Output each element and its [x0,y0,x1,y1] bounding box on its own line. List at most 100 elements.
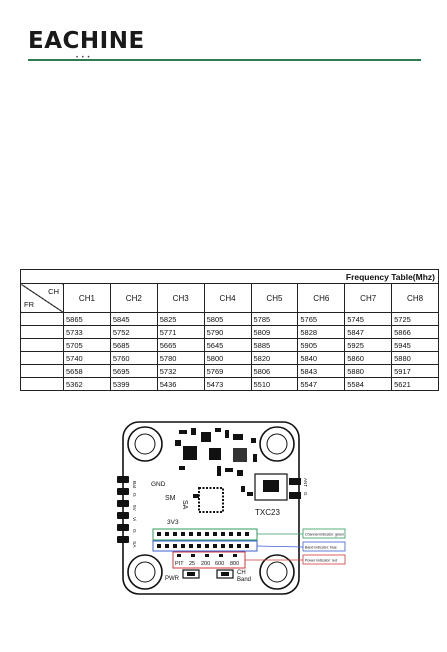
band-leader-line [256,545,304,548]
band-led-row [157,544,249,548]
pad-label-g: G [131,493,137,497]
legend-channel-text: Channel indicator: green [305,533,344,537]
table-cell: 5547 [297,377,346,391]
table-cell: 5785 [250,312,299,326]
table-cell: 5685 [109,338,158,352]
table-cell: 5840 [297,351,346,365]
table-cell: 5945 [391,338,439,352]
pad-label-g2: G [131,529,137,533]
table-cell: 5621 [391,377,439,391]
table-corner-cell: CH FR [20,283,64,313]
table-cell: 5917 [391,364,439,378]
chip-cluster [175,428,257,498]
column-header: CH8 [391,283,439,313]
table-cell: 5885 [250,338,299,352]
power-led-row [177,554,237,557]
channel-led-row [157,532,249,536]
left-pad-labels: Bat G 5V Vi G SA [131,481,137,548]
row-label-cell [20,377,64,391]
table-cell: 5790 [203,325,252,339]
label-pwr: PWR [165,576,180,582]
column-header: CH4 [203,283,252,313]
label-sm: SM [165,495,176,502]
table-header-row: CH FR CH1 CH2 CH3 CH4 CH5 CH6 CH7 CH8 [20,283,439,313]
power-label-25: 25 [189,561,195,567]
table-cell: 5695 [109,364,158,378]
legend-channel-box [302,528,346,539]
pad-label-ant: ANT [303,478,308,487]
label-ch: CH [237,570,246,576]
label-3v3: 3V3 [167,519,179,526]
table-cell: 5584 [344,377,393,391]
bottom-buttons [182,569,234,579]
label-gnd: GND [151,481,166,488]
table-cell: 5828 [297,325,346,339]
board-labels: GND SM SA 3V3 TXC23 [151,481,280,526]
table-cell: 5847 [344,325,393,339]
antenna-connector [254,473,301,501]
table-cell: 5905 [297,338,346,352]
row-label-cell [20,338,64,352]
row-label-cell [20,312,64,326]
main-chip [198,487,224,513]
table-cell: 5732 [156,364,205,378]
table-cell: 5725 [391,312,439,326]
table-cell: 5805 [203,312,252,326]
table-cell: 5760 [109,351,158,365]
legend-power-text: Power indicator: red [305,559,337,563]
table-cell: 5860 [344,351,393,365]
table-cell: 5800 [203,351,252,365]
table-cell: 5745 [344,312,393,326]
table-cell: 5658 [63,364,111,378]
table-cell: 5880 [391,351,439,365]
pad-label-bat: Bat [131,481,137,489]
right-pad-labels: ANT G [303,478,308,496]
table-cell: 5806 [250,364,299,378]
pad-label-sa: SA [131,541,137,548]
table-cell: 5740 [63,351,111,365]
left-pad-column [117,476,129,543]
legend-band-text: Band indicator: blue [305,546,337,550]
power-label-600: 600 [215,561,224,567]
column-header: CH7 [344,283,393,313]
button-labels: PWR CH Band [165,570,251,583]
pad-label-5v: 5V [131,505,137,512]
row-label-cell [20,351,64,365]
table-cell: 5705 [63,338,111,352]
table-cell: 5865 [63,312,111,326]
table-cell: 5436 [156,377,205,391]
power-label-200: 200 [201,561,210,567]
table-cell: 5820 [250,351,299,365]
table-cell: 5510 [250,377,299,391]
eachine-logo: EACHINE • • • [28,28,145,61]
column-header: CH1 [63,283,111,313]
table-cell: 5880 [344,364,393,378]
table-cell: 5925 [344,338,393,352]
logo-text: EACHINE [28,28,145,54]
label-band: Band [237,577,251,583]
table-cell: 5733 [63,325,111,339]
header-divider [28,59,421,61]
table-cell: 5752 [109,325,158,339]
frequency-table: Frequency Table(Mhz) CH FR CH1 CH2 CH3 C… [20,269,439,391]
table-cell: 5780 [156,351,205,365]
label-sa: SA [181,500,188,510]
table-cell: 5645 [203,338,252,352]
table-title: Frequency Table(Mhz) [20,269,439,284]
table-cell: 5845 [109,312,158,326]
column-header: CH3 [156,283,205,313]
legend-band-box [302,541,346,552]
table-cell: 5843 [297,364,346,378]
pad-label-vi: Vi [131,517,137,521]
table-cell: 5809 [250,325,299,339]
channel-indicator-box [152,528,258,541]
table-cell: 5765 [297,312,346,326]
column-header: CH6 [297,283,346,313]
table-cell: 5665 [156,338,205,352]
power-value-labels: PIT 25 200 600 800 [175,561,239,567]
